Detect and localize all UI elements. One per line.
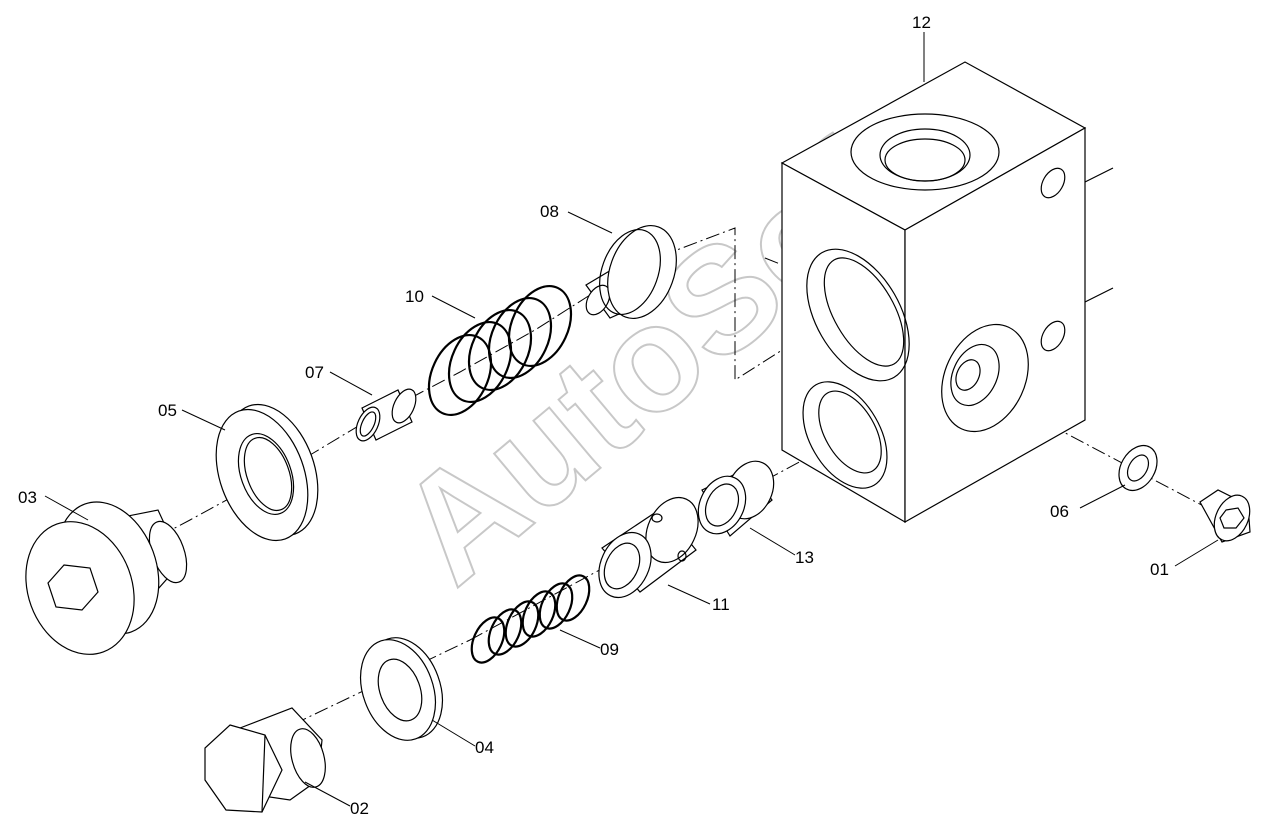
ring-part-13 bbox=[697, 460, 775, 537]
callout-labels: 01 02 03 04 05 06 07 08 09 10 11 12 13 bbox=[18, 13, 1169, 818]
callout-11: 11 bbox=[712, 595, 730, 614]
small-plug-part-01 bbox=[1199, 489, 1251, 543]
callout-04: 04 bbox=[475, 738, 494, 757]
callout-12: 12 bbox=[912, 13, 931, 32]
callout-08: 08 bbox=[540, 202, 559, 221]
spring-part-09 bbox=[470, 574, 591, 664]
valve-body-part-12 bbox=[780, 61, 1114, 524]
callout-03: 03 bbox=[18, 488, 37, 507]
washer-part-05 bbox=[215, 403, 319, 542]
callout-09: 09 bbox=[600, 640, 619, 659]
callout-10: 10 bbox=[405, 287, 424, 306]
leader-lines bbox=[44, 32, 1219, 807]
washer-part-04 bbox=[360, 637, 443, 741]
sleeve-part-07 bbox=[355, 388, 417, 442]
spring-part-10 bbox=[427, 285, 573, 416]
plug-part-03 bbox=[25, 501, 188, 655]
callout-13: 13 bbox=[795, 548, 814, 567]
callout-06: 06 bbox=[1050, 502, 1069, 521]
hex-plug-part-02 bbox=[204, 707, 326, 813]
callout-07: 07 bbox=[305, 363, 324, 382]
spool-part-11 bbox=[598, 496, 699, 599]
callout-01: 01 bbox=[1150, 560, 1169, 579]
washer-part-06 bbox=[1118, 444, 1158, 492]
callout-05: 05 bbox=[158, 401, 177, 420]
poppet-part-08 bbox=[585, 224, 677, 320]
callout-02: 02 bbox=[350, 799, 369, 818]
